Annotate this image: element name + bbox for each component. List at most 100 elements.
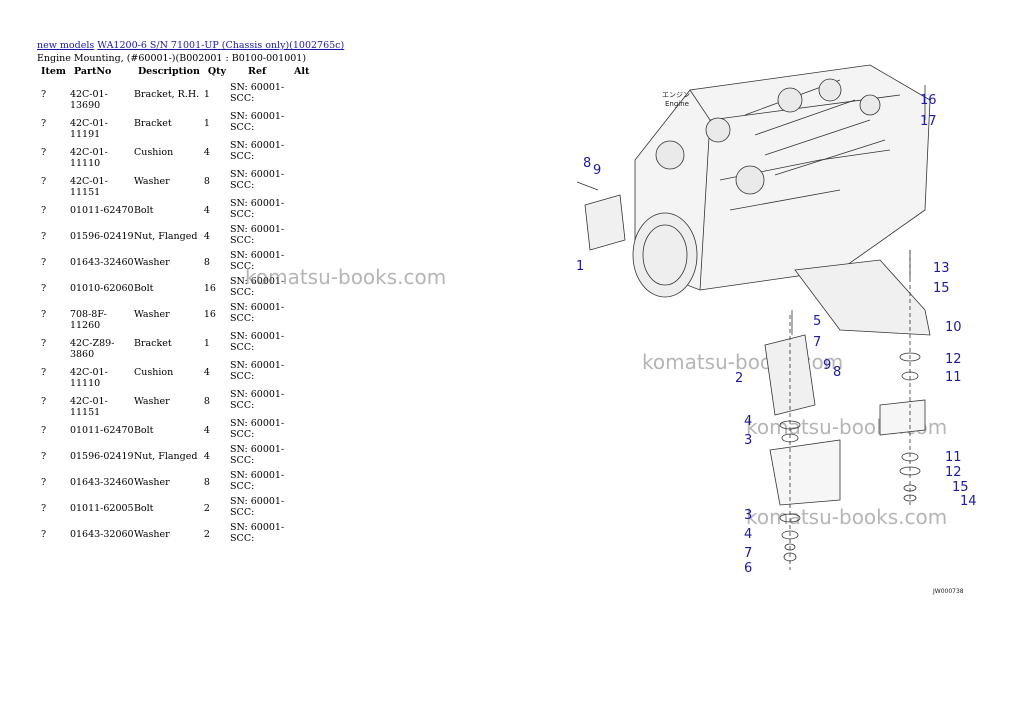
alt-cell bbox=[290, 444, 313, 470]
callout-number: 1 bbox=[576, 259, 584, 274]
ref-cell: SN: 60001- SCC: bbox=[230, 169, 285, 191]
item-cell: ? bbox=[41, 176, 47, 187]
alt-cell bbox=[290, 389, 313, 418]
breadcrumb-link-new-models[interactable]: new models bbox=[37, 40, 95, 51]
qty-cell: 1 bbox=[203, 338, 210, 349]
partno-cell: 42C-01-11151 bbox=[69, 396, 108, 418]
item-cell: ? bbox=[41, 477, 47, 488]
callout-number: 4 bbox=[744, 527, 752, 542]
qty-cell: 16 bbox=[203, 283, 216, 294]
ref-cell: SN: 60001- SCC: bbox=[230, 331, 285, 353]
alt-cell bbox=[290, 470, 313, 496]
alt-cell bbox=[290, 82, 313, 111]
description-cell: Washer bbox=[133, 176, 170, 187]
ref-cell: SN: 60001- SCC: bbox=[230, 140, 285, 162]
qty-cell: 4 bbox=[203, 367, 210, 378]
partno-cell: 01011-62470 bbox=[69, 425, 134, 436]
qty-cell: 16 bbox=[203, 309, 216, 320]
partno-cell: 01010-62060 bbox=[69, 283, 134, 294]
ref-cell: SN: 60001- SCC: bbox=[230, 224, 285, 246]
description-cell: Bolt bbox=[133, 503, 154, 514]
callout-number: 3 bbox=[744, 508, 752, 523]
ref-cell: SN: 60001- SCC: bbox=[230, 276, 285, 298]
drawing-code: JW000738 bbox=[932, 588, 964, 595]
description-cell: Washer bbox=[133, 396, 170, 407]
parts-table: Item PartNo Description Qty Ref Alt ? 42C… bbox=[37, 66, 313, 548]
item-cell: ? bbox=[41, 283, 47, 294]
qty-cell: 1 bbox=[203, 118, 210, 129]
partno-cell: 42C-01-13690 bbox=[69, 89, 108, 111]
qty-cell: 2 bbox=[203, 503, 210, 514]
qty-cell: 8 bbox=[203, 477, 210, 488]
qty-cell: 4 bbox=[203, 231, 210, 242]
item-cell: ? bbox=[41, 89, 47, 100]
column-header-description: Description bbox=[137, 66, 200, 77]
description-cell: Washer bbox=[133, 477, 170, 488]
alt-cell bbox=[290, 522, 313, 548]
ref-cell: SN: 60001- SCC: bbox=[230, 360, 285, 382]
description-cell: Bracket bbox=[133, 338, 172, 349]
item-cell: ? bbox=[41, 309, 47, 320]
ref-cell: SN: 60001- SCC: bbox=[230, 522, 285, 544]
alt-cell bbox=[290, 169, 313, 198]
item-cell: ? bbox=[41, 231, 47, 242]
engine-mounting-diagram: エンジン Engine 1234345677889910111112121314… bbox=[576, 64, 977, 595]
callout-number: 6 bbox=[744, 561, 752, 576]
callout-number: 11 bbox=[945, 450, 962, 465]
engine-label: Engine bbox=[665, 100, 689, 108]
callout-number: 12 bbox=[945, 465, 962, 480]
description-cell: Bracket, R.H. bbox=[133, 89, 200, 100]
breadcrumb-link-model[interactable]: WA1200-6 S/N 71001-UP (Chassis only)(100… bbox=[97, 40, 345, 51]
callout-number: 14 bbox=[960, 494, 977, 509]
ref-cell: SN: 60001- SCC: bbox=[230, 82, 285, 104]
callout-number: 12 bbox=[945, 352, 962, 367]
item-cell: ? bbox=[41, 147, 47, 158]
callout-number: 16 bbox=[920, 93, 937, 108]
column-header-alt: Alt bbox=[294, 66, 310, 77]
item-cell: ? bbox=[41, 118, 47, 129]
ref-cell: SN: 60001- SCC: bbox=[230, 389, 285, 411]
partno-cell: 01596-02419 bbox=[69, 231, 134, 242]
ref-cell: SN: 60001- SCC: bbox=[230, 302, 285, 324]
column-header-item: Item bbox=[41, 66, 66, 77]
partno-cell: 42C-01-11191 bbox=[69, 118, 108, 140]
table-row: ? 42C-01-13690 Bracket, R.H.1 SN: 60001- SC… bbox=[37, 82, 313, 111]
item-cell: ? bbox=[41, 257, 47, 268]
callout-number: 2 bbox=[735, 371, 743, 386]
alt-cell bbox=[290, 331, 313, 360]
qty-cell: 1 bbox=[203, 89, 210, 100]
callout-number: 8 bbox=[583, 156, 591, 171]
description-cell: Nut, Flanged bbox=[133, 451, 198, 462]
ref-cell: SN: 60001- SCC: bbox=[230, 496, 285, 518]
qty-cell: 4 bbox=[203, 147, 210, 158]
alt-cell bbox=[290, 224, 313, 250]
ref-cell: SN: 60001- SCC: bbox=[230, 198, 285, 220]
column-header-partno: PartNo bbox=[73, 66, 112, 77]
qty-cell: 4 bbox=[203, 425, 210, 436]
description-cell: Washer bbox=[133, 529, 170, 540]
callout-number: 10 bbox=[945, 320, 962, 335]
description-cell: Bolt bbox=[133, 205, 154, 216]
ref-cell: SN: 60001- SCC: bbox=[230, 111, 285, 133]
item-cell: ? bbox=[41, 367, 47, 378]
partno-cell: 42C-01-11110 bbox=[69, 367, 108, 389]
callout-number: 9 bbox=[593, 163, 601, 178]
page-title: Engine Mounting, (#60001-)(B002001 : B01… bbox=[37, 53, 307, 64]
partno-cell: 01011-62005 bbox=[69, 503, 134, 514]
qty-cell: 8 bbox=[203, 257, 210, 268]
alt-cell bbox=[290, 302, 313, 331]
callout-number: 11 bbox=[945, 370, 962, 385]
alt-cell bbox=[290, 140, 313, 169]
item-cell: ? bbox=[41, 425, 47, 436]
callout-number: 15 bbox=[933, 281, 950, 296]
table-header-row: Item PartNo Description Qty Ref Alt bbox=[37, 66, 313, 82]
